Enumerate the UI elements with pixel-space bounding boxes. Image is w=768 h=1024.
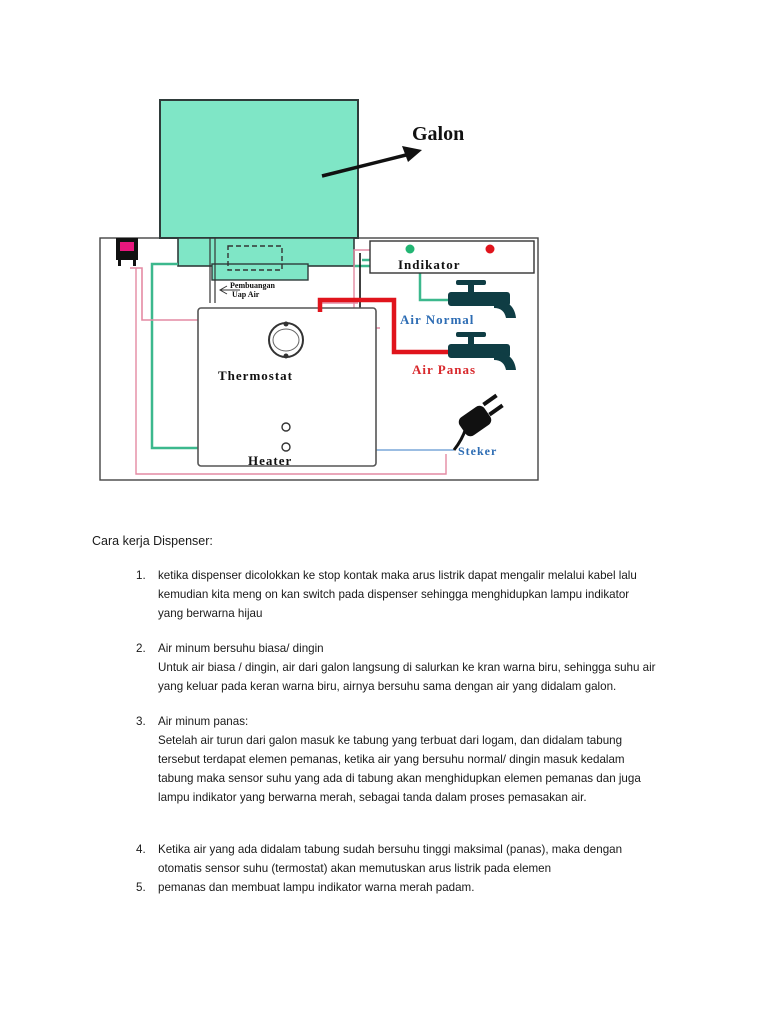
list-item-line: ketika dispenser dicolokkan ke stop kont…	[158, 569, 637, 582]
indicator-red-lamp	[485, 244, 495, 254]
galon-arrow	[321, 152, 411, 178]
list-item: 4. Ketika air yang ada didalam tabung su…	[118, 840, 678, 878]
indikator-label: Indikator	[398, 257, 460, 272]
section-heading: Cara kerja Dispenser:	[92, 534, 213, 548]
vapor-chamber	[227, 245, 283, 271]
air-normal-label: Air Normal	[400, 312, 474, 327]
list-item-line: otomatis sensor suhu (termostat) akan me…	[158, 862, 552, 875]
list-item: 5. pemanas dan membuat lampu indikator w…	[118, 878, 678, 897]
pembuangan-label-1: Pembuangan	[230, 281, 275, 290]
galon-arrow-head	[402, 146, 422, 162]
thermostat-sensor-inner	[272, 328, 300, 352]
list-item-line: tersebut terdapat elemen pemanas, ketika…	[158, 753, 625, 766]
list-item-line: pemanas dan membuat lampu indikator warn…	[158, 881, 475, 894]
list-item-number: 1.	[136, 569, 146, 582]
indicator-panel	[369, 240, 535, 274]
list-item-line: yang keluar pada keran warna biru, airny…	[158, 680, 617, 693]
green-water-line-left	[150, 262, 198, 450]
vapor-outlet-arrow	[218, 285, 240, 295]
list-item-line: Air minum panas:	[158, 715, 249, 728]
list-item-line: Air minum bersuhu biasa/ dingin	[158, 642, 324, 655]
thermostat-sensor	[268, 322, 304, 358]
list-item-line: Untuk air biasa / dingin, air dari galon…	[158, 661, 656, 674]
power-switch	[116, 238, 138, 266]
thermostat-label: Thermostat	[218, 368, 293, 383]
dispenser-diagram: Galon Thermostat Heater Pembuangan Uap A…	[99, 99, 539, 481]
heater-tank	[197, 307, 377, 467]
thermostat-sensor-dot-bottom	[283, 353, 289, 359]
list-item: 1. ketika dispenser dicolokkan ke stop k…	[118, 566, 678, 623]
list-item-number: 3.	[136, 715, 146, 728]
list-item: 3. Air minum panas: Setelah air turun da…	[118, 712, 678, 807]
galon-bottle	[159, 99, 359, 239]
list-item-line: lampu indikator yang berwarna merah, seb…	[158, 791, 587, 804]
galon-neck	[177, 237, 355, 267]
hot-water-pipe	[317, 297, 450, 355]
air-panas-label: Air Panas	[412, 362, 476, 377]
list-item-line: yang berwarna hijau	[158, 607, 263, 620]
list-item-line: Setelah air turun dari galon masuk ke ta…	[158, 734, 623, 747]
steker-label: Steker	[458, 444, 497, 458]
pink-wire-bottom	[135, 268, 447, 475]
list-item-line: tabung maka sensor suhu yang ada di tabu…	[158, 772, 641, 785]
list-item: 2. Air minum bersuhu biasa/ dingin Untuk…	[118, 639, 678, 696]
heater-label: Heater	[248, 453, 292, 468]
list-item-number: 2.	[136, 642, 146, 655]
steps-list: 1. ketika dispenser dicolokkan ke stop k…	[118, 566, 678, 897]
galon-label: Galon	[412, 123, 464, 145]
heater-terminal-bottom	[281, 442, 291, 452]
list-item-number: 5.	[136, 881, 146, 894]
heater-terminal-top	[281, 422, 291, 432]
steker-plug-icon	[452, 393, 504, 451]
list-item-line: Ketika air yang ada didalam tabung sudah…	[158, 843, 623, 856]
thermostat-sensor-dot-top	[283, 321, 289, 327]
hot-water-tap-icon	[448, 332, 516, 370]
pembuangan-label-2: Uap Air	[232, 290, 260, 299]
normal-water-tap-icon	[448, 280, 516, 318]
list-item-number: 4.	[136, 843, 146, 856]
water-reservoir-top	[211, 263, 309, 281]
list-item-line: kemudian kita meng on kan switch pada di…	[158, 588, 630, 601]
indicator-green-lamp	[405, 244, 415, 254]
